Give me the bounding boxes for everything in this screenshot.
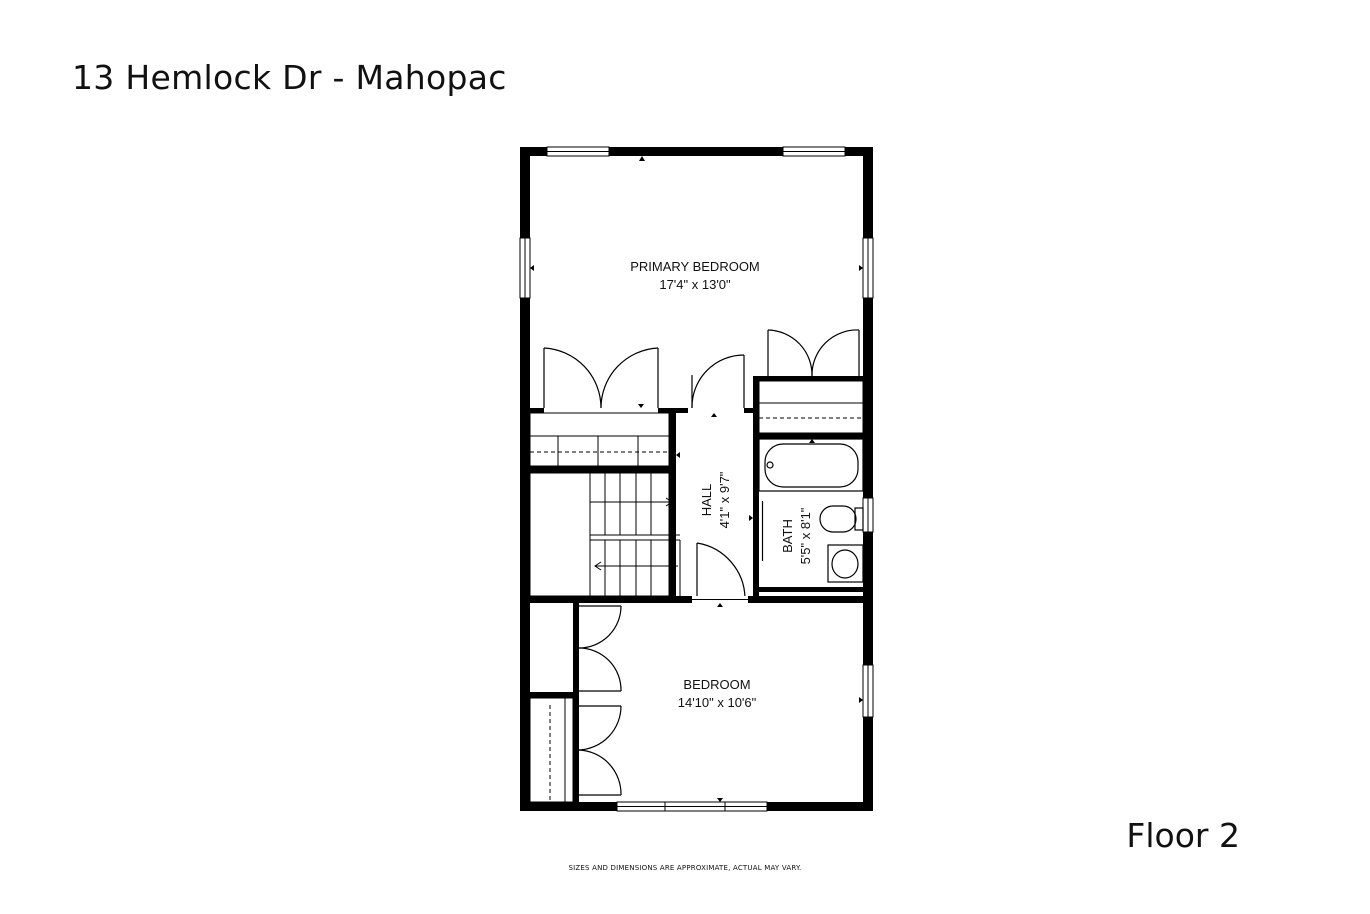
room-size-bedroom: 14'10" x 10'6" — [678, 695, 757, 710]
room-name-hall: HALL — [699, 484, 714, 517]
room-name-bath: BATH — [780, 519, 795, 553]
hall-door — [692, 542, 748, 603]
room-name-primary-bedroom: PRIMARY BEDROOM — [630, 259, 760, 274]
door-markers — [530, 156, 863, 802]
bedroom-closet-doors — [578, 605, 622, 796]
room-size-hall: 4'1" x 9'7" — [717, 471, 732, 528]
staircase — [529, 472, 681, 597]
room-name-bedroom: BEDROOM — [683, 677, 750, 692]
room-size-primary-bedroom: 17'4" x 13'0" — [659, 277, 731, 292]
room-size-bath: 5'5" x 8'1" — [798, 507, 813, 564]
closet-shelving — [529, 380, 864, 467]
floor-label: Floor 2 — [1126, 816, 1240, 855]
bathroom-fixtures — [758, 438, 864, 583]
windows — [519, 146, 874, 812]
interior-walls — [530, 376, 863, 802]
closet-doors-primary — [543, 329, 860, 409]
property-address-title: 13 Hemlock Dr - Mahopac — [72, 58, 507, 97]
bedroom-closets — [529, 697, 574, 803]
disclaimer-text: SIZES AND DIMENSIONS ARE APPROXIMATE, AC… — [568, 864, 802, 872]
